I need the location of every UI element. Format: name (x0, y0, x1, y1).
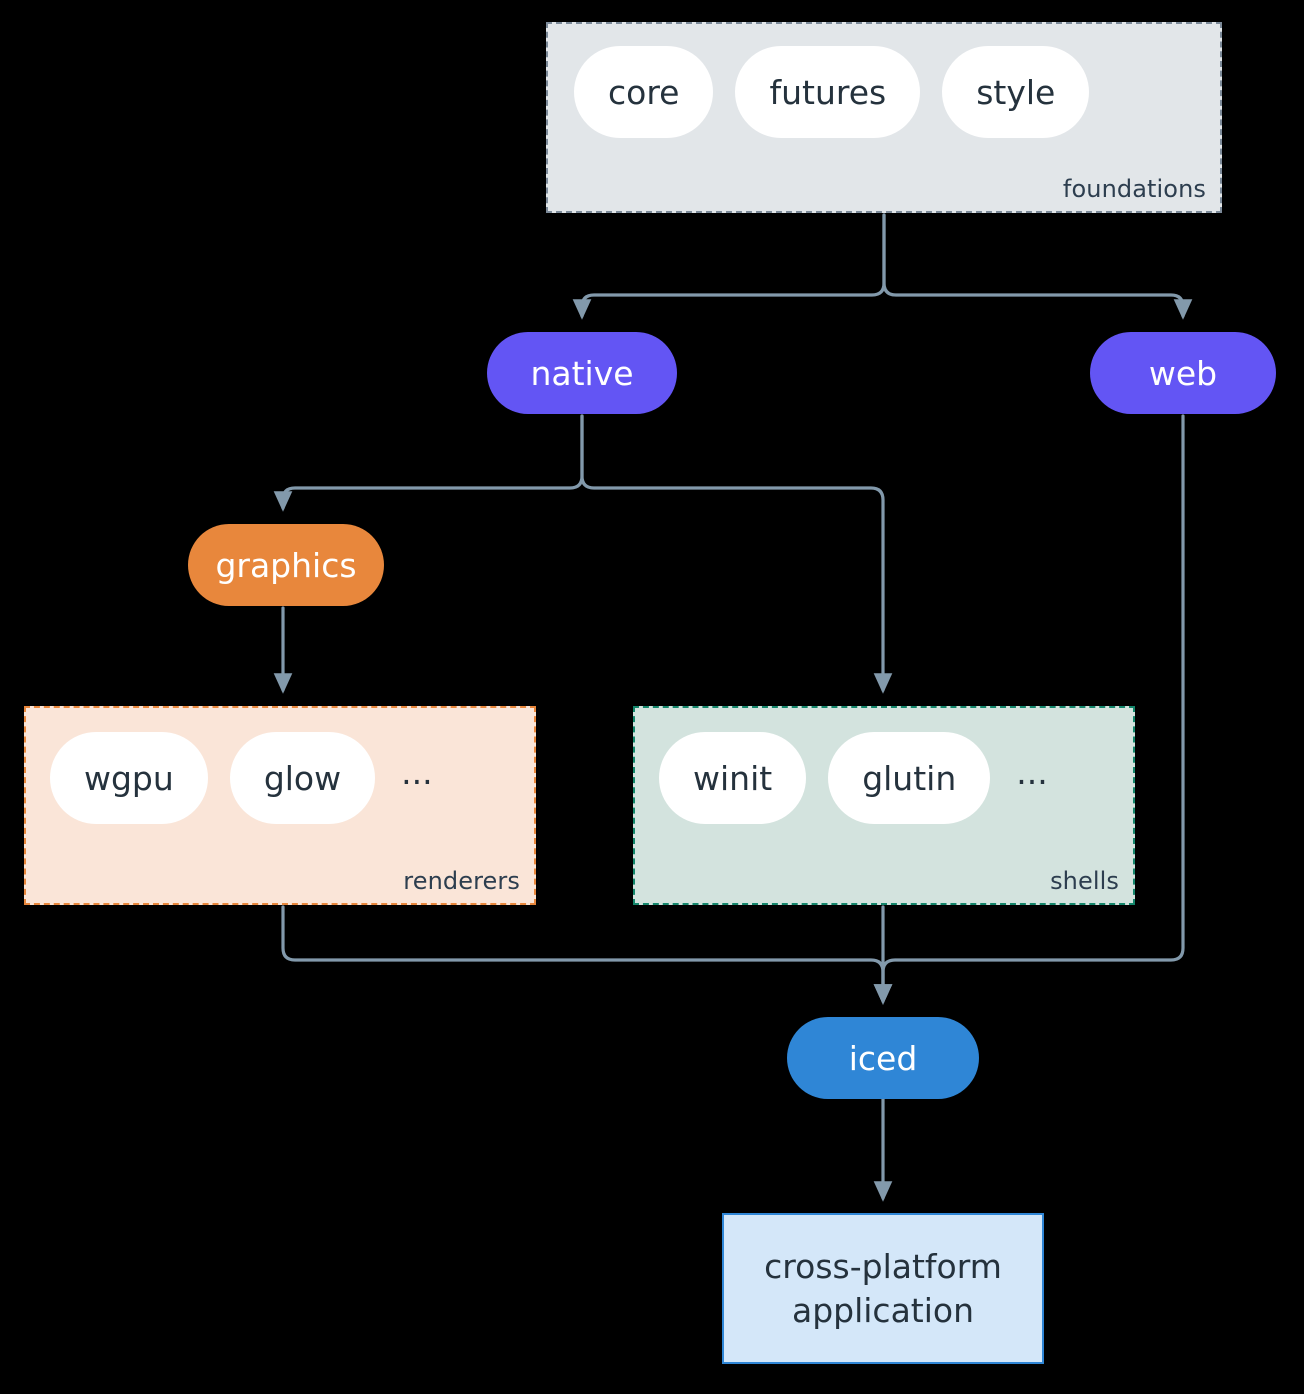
foundations-items: core futures style (574, 46, 1090, 138)
node-wgpu[interactable]: wgpu (50, 732, 208, 824)
renderers-items: wgpu glow ... (50, 732, 437, 824)
node-core[interactable]: core (574, 46, 714, 138)
group-renderers: wgpu glow ... renderers (24, 706, 536, 905)
node-glow[interactable]: glow (229, 732, 376, 824)
app-line-2: application (791, 1290, 975, 1330)
app-line-1: cross-platform (764, 1246, 1002, 1286)
edge-native-shells (580, 414, 893, 694)
shells-items: winit glutin ... (659, 732, 1052, 824)
node-winit[interactable]: winit (659, 732, 807, 824)
group-label-shells: shells (1050, 867, 1119, 895)
edge-foundations-web (882, 213, 1193, 320)
edge-renderers-iced (281, 905, 893, 1005)
group-label-foundations: foundations (1062, 175, 1206, 203)
node-native[interactable]: native (487, 332, 677, 414)
node-graphics[interactable]: graphics (188, 524, 384, 606)
group-foundations: core futures style foundations (546, 22, 1222, 213)
group-label-renderers: renderers (403, 867, 520, 895)
edge-native-graphics (273, 414, 584, 512)
shells-more-ellipsis: ... (1016, 752, 1048, 792)
edge-foundations-native (572, 213, 886, 320)
node-iced[interactable]: iced (787, 1017, 979, 1099)
group-shells: winit glutin ... shells (633, 706, 1135, 905)
node-web[interactable]: web (1090, 332, 1276, 414)
node-glutin[interactable]: glutin (828, 732, 991, 824)
node-cross-platform-application[interactable]: cross-platform application (722, 1213, 1044, 1364)
node-futures[interactable]: futures (735, 46, 921, 138)
renderers-more-ellipsis: ... (401, 752, 433, 792)
node-style[interactable]: style (942, 46, 1090, 138)
